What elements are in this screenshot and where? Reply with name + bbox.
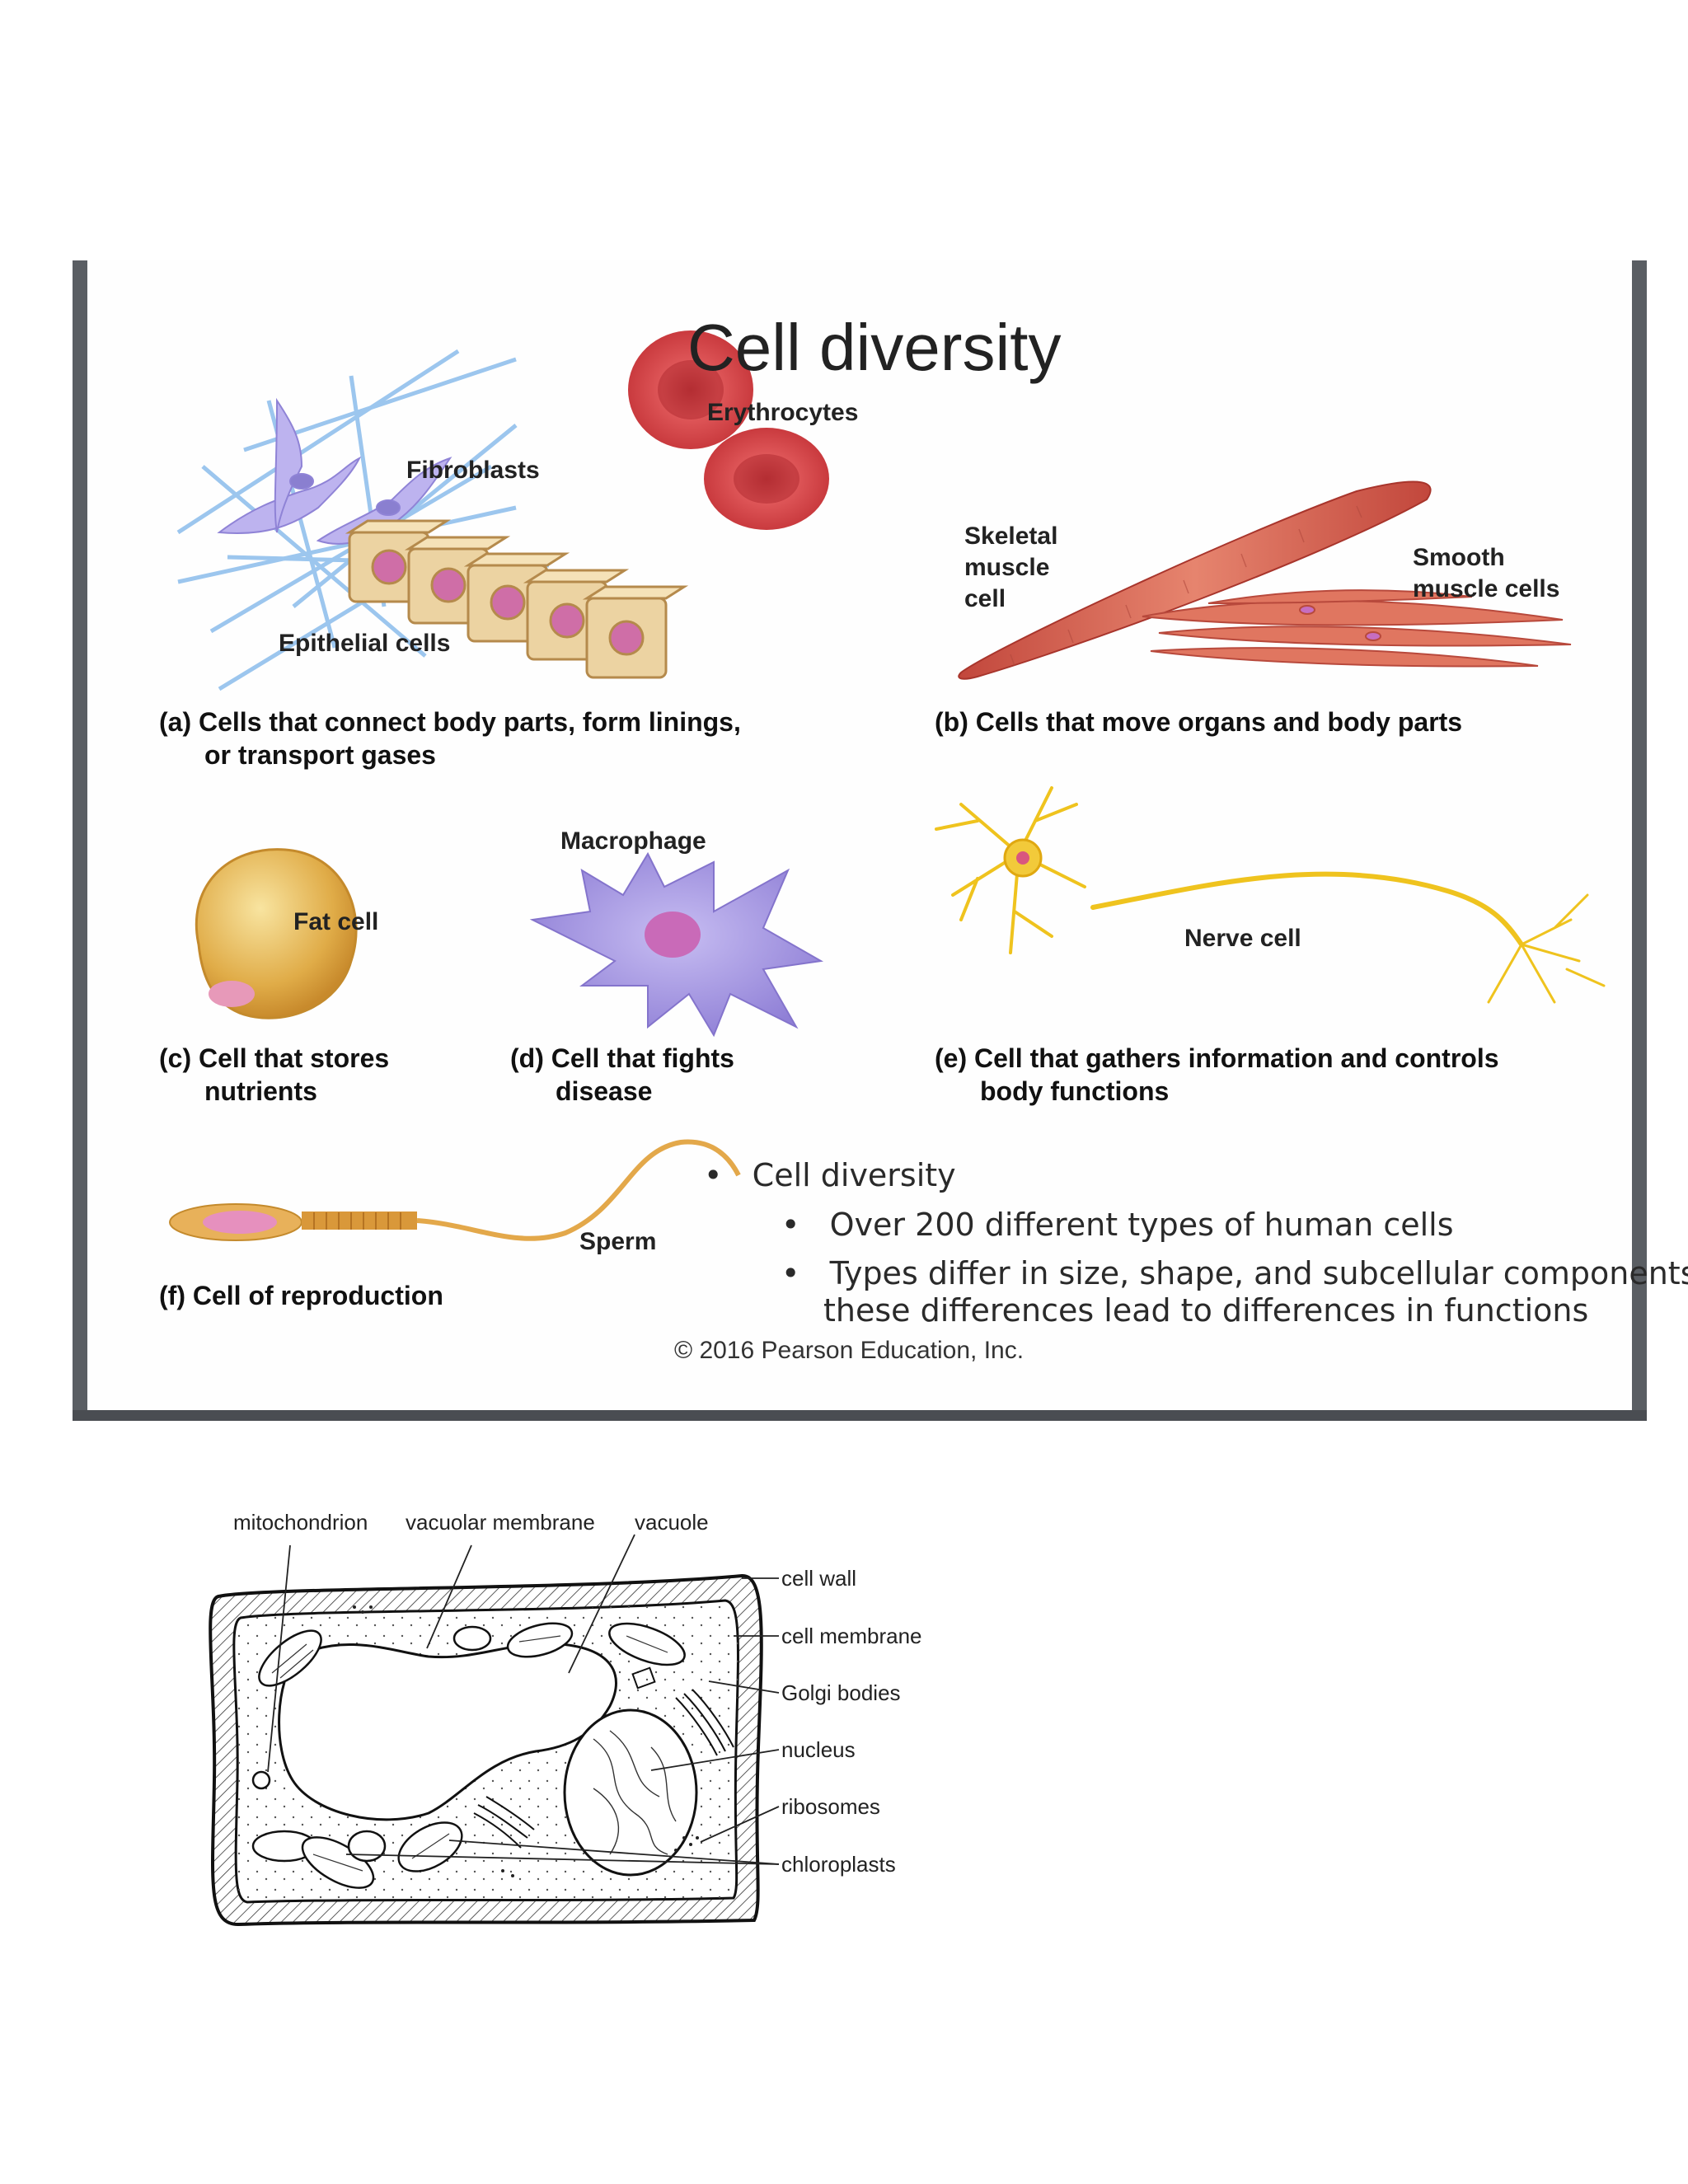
label-nerve-cell: Nerve cell: [1184, 925, 1301, 952]
skeletal-muscle-cell: [958, 480, 1432, 680]
macrophage: [529, 851, 824, 1038]
label-macrophage: Macrophage: [560, 827, 706, 855]
label-skeletal-muscle: Skeletal muscle cell: [964, 523, 1058, 612]
caption-b: (b) Cells that move organs and body part…: [935, 707, 1463, 737]
slide-bottom-border: [73, 1410, 1647, 1421]
label-smooth-muscle: Smooth muscle cells: [1413, 544, 1560, 602]
fat-cell: [195, 848, 358, 1019]
label-cell-membrane: cell membrane: [781, 1624, 922, 1648]
bullet-main: • Cell diversity: [704, 1157, 956, 1193]
erythrocytes: [628, 330, 829, 530]
label-ribosomes: ribosomes: [781, 1794, 880, 1819]
organelles: [251, 1622, 686, 1889]
label-epithelial: Epithelial cells: [279, 630, 451, 657]
label-mitochondrion: mitochondrion: [233, 1510, 368, 1535]
nucleus-shape: [563, 1708, 698, 1877]
slide: Cell diversity Erythrocytes Fibroblasts …: [87, 260, 1688, 1410]
caption-f: (f) Cell of reproduction: [159, 1281, 443, 1310]
label-fibroblasts: Fibroblasts: [406, 457, 540, 484]
smooth-muscle-cells: [1142, 589, 1572, 668]
bullet-sub2-cont: these differences lead to differences in…: [823, 1292, 1589, 1329]
label-cell-wall: cell wall: [781, 1566, 856, 1591]
epithelial-cells: [345, 519, 689, 679]
label-nucleus: nucleus: [781, 1737, 856, 1762]
label-erythrocytes: Erythrocytes: [707, 399, 859, 426]
label-chloroplasts: chloroplasts: [781, 1852, 896, 1877]
bullet-sub2: • Types differ in size, shape, and subce…: [781, 1255, 1688, 1291]
slide-title: Cell diversity: [687, 311, 1062, 384]
label-sperm: Sperm: [579, 1228, 657, 1255]
cell-wall: [209, 1573, 763, 1927]
caption-e: (e) Cell that gathers information and co…: [935, 1043, 1499, 1106]
cell-membrane: [232, 1599, 739, 1904]
copyright: © 2016 Pearson Education, Inc.: [674, 1337, 1025, 1364]
bullet-sub1: • Over 200 different types of human cell…: [781, 1207, 1454, 1243]
fibroblast-cells: [217, 397, 452, 545]
vacuole-shape: [278, 1642, 617, 1821]
sperm: [169, 1139, 741, 1241]
slide-illustrations: [169, 330, 1606, 1241]
caption-c: (c) Cell that stores nutrients: [159, 1043, 390, 1106]
golgi-bodies: [473, 1666, 734, 1849]
caption-d: (d) Cell that fights disease: [510, 1043, 734, 1106]
label-golgi-bodies: Golgi bodies: [781, 1680, 901, 1705]
caption-a: (a) Cells that connect body parts, form …: [159, 707, 741, 770]
label-fat-cell: Fat cell: [293, 908, 379, 935]
nerve-cell: [935, 786, 1606, 1004]
label-vacuolar-membrane: vacuolar membrane: [406, 1510, 595, 1535]
slide-frame: Cell diversity Erythrocytes Fibroblasts …: [73, 260, 1688, 1421]
label-vacuole: vacuole: [635, 1510, 709, 1535]
